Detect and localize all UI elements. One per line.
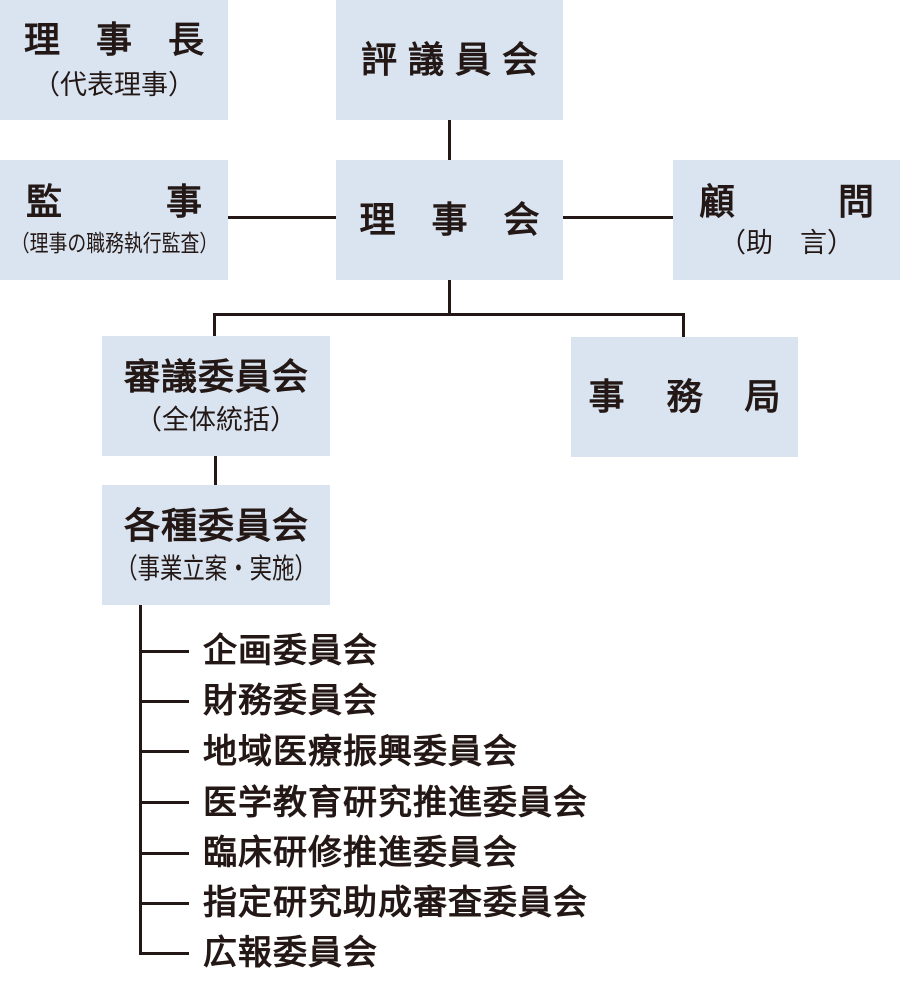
committees-subtitle: （事業立案・実施）	[115, 553, 317, 584]
auditor-title-start: 監	[26, 181, 63, 222]
committee-tick	[139, 852, 189, 855]
advisor-subtitle: （助 言）	[719, 228, 854, 258]
committees-title: 各種委員会	[123, 505, 309, 546]
councilors-title: 評議員会	[360, 39, 549, 80]
auditor-subtitle: （理事の職務執行監査）	[10, 230, 218, 256]
box-auditor: 監 事 （理事の職務執行監査）	[0, 160, 228, 280]
connector-councilors-board	[448, 120, 451, 160]
connector-auditor-board	[228, 216, 336, 219]
committee-tick	[139, 650, 189, 653]
list-item-committee: 財務委員会	[203, 682, 378, 720]
connector-branch-secretariat	[682, 313, 685, 337]
board-title: 理事会	[359, 199, 576, 240]
list-item-committee: 広報委員会	[203, 934, 378, 972]
auditor-title: 監 事	[0, 180, 228, 224]
auditor-title-end: 事	[165, 181, 202, 222]
connector-council-committees	[214, 456, 217, 485]
advisor-title-start: 顧	[699, 181, 736, 222]
box-committees: 各種委員会 （事業立案・実施）	[102, 485, 330, 605]
committee-list-spine	[139, 605, 142, 955]
council-title: 審議委員会	[123, 356, 309, 397]
connector-board-advisor	[563, 216, 673, 219]
box-advisor: 顧 問 （助 言）	[673, 160, 900, 280]
list-item-committee: 地域医療振興委員会	[203, 733, 518, 771]
chairman-subtitle: （代表理事）	[33, 70, 195, 100]
list-item-committee: 指定研究助成審査委員会	[203, 884, 588, 922]
connector-branch-council	[213, 313, 216, 336]
chairman-title: 理事長	[23, 19, 240, 60]
committee-tick	[139, 952, 189, 955]
advisor-title: 顧 問	[673, 180, 900, 224]
secretariat-title: 事務局	[588, 376, 823, 417]
box-council: 審議委員会 （全体統括）	[102, 336, 330, 456]
list-item-committee: 医学教育研究推進委員会	[203, 784, 588, 822]
committee-tick	[139, 700, 189, 703]
advisor-title-end: 問	[837, 181, 874, 222]
box-chairman: 理事長 （代表理事）	[0, 0, 228, 120]
connector-board-branch	[448, 280, 451, 316]
box-board: 理事会	[336, 160, 563, 280]
committee-tick	[139, 902, 189, 905]
council-subtitle: （全体統括）	[135, 405, 297, 435]
box-secretariat: 事務局	[571, 337, 798, 457]
box-councilors: 評議員会	[336, 0, 563, 120]
connector-branch-horizontal	[213, 313, 685, 316]
list-item-committee: 企画委員会	[203, 632, 378, 670]
list-item-committee: 臨床研修推進委員会	[203, 834, 518, 872]
committee-tick	[139, 750, 189, 753]
committee-tick	[139, 801, 189, 804]
